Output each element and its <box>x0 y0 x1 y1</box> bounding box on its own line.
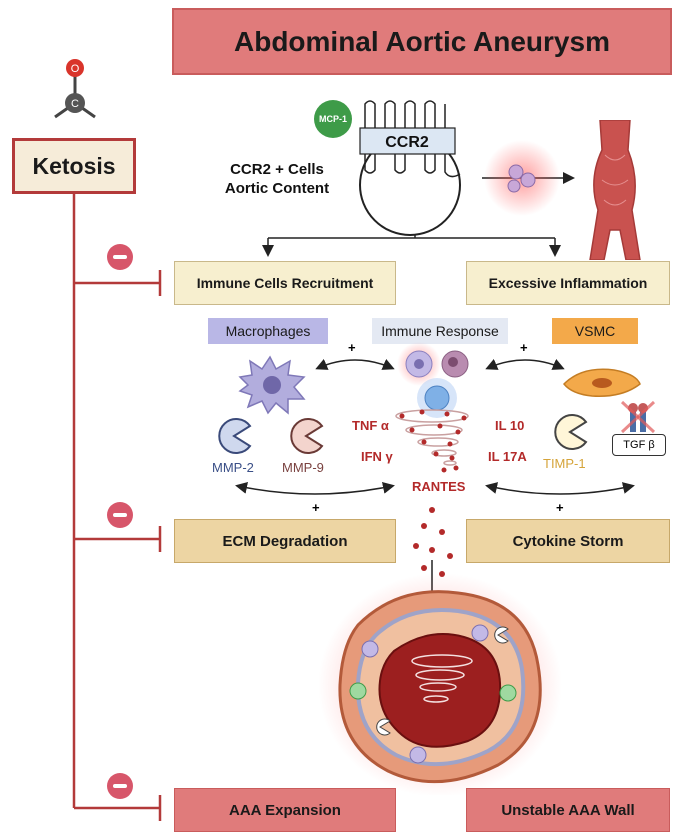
plus-sign: + <box>520 340 528 355</box>
cytokine-particles <box>413 507 453 577</box>
timp1-enzyme-icon <box>554 414 588 450</box>
macrophage-cell-icon <box>238 355 306 415</box>
il17-label: IL 17A <box>488 449 527 464</box>
il10-label: IL 10 <box>495 418 525 433</box>
timp1-label: TIMP-1 <box>543 456 586 471</box>
ccr2-caption-line2: Aortic Content <box>224 180 330 197</box>
oxygen-atom-label: O <box>71 63 80 75</box>
aorta-vessel-icon <box>589 120 641 260</box>
plus-sign: + <box>556 500 564 515</box>
tnf-label: TNF α <box>352 418 389 433</box>
mcp1-ligand: MCP-1 <box>314 100 352 138</box>
rantes-label: RANTES <box>412 479 466 494</box>
ccr2-caption: CCR2 + Cells Aortic Content <box>212 160 342 198</box>
ketone-molecule-icon: O C <box>54 59 96 119</box>
immune-cells-icon <box>397 342 469 418</box>
cytokine-tornado-icon <box>395 409 469 473</box>
ketosis-inhibition-line <box>72 194 162 821</box>
cytokine-storm-box: Cytokine Storm <box>466 519 670 563</box>
tgfb-receptor: TGF β <box>608 400 668 458</box>
tgfb-label: TGF β <box>612 434 666 456</box>
unstable-wall-box: Unstable AAA Wall <box>466 788 670 832</box>
carbon-atom-label: C <box>71 98 79 110</box>
mcp1-label: MCP-1 <box>318 114 347 124</box>
ccr2-caption-line1: CCR2 + Cells <box>230 161 324 178</box>
immune-recruitment-box: Immune Cells Recruitment <box>174 261 396 305</box>
inflammatory-cells-glow <box>484 140 560 216</box>
inflammation-box: Excessive Inflammation <box>466 261 670 305</box>
mmp2-enzyme-icon <box>218 418 252 454</box>
mmp2-label: MMP-2 <box>212 460 254 475</box>
ifn-label: IFN γ <box>361 449 393 464</box>
ccr2-label: CCR2 <box>385 134 429 151</box>
inhibit-minus-icon <box>107 502 133 528</box>
inhibit-minus-icon <box>107 773 133 799</box>
immune-response-label: Immune Response <box>372 318 508 344</box>
vsmc-cell-icon <box>562 368 641 397</box>
plus-sign: + <box>312 500 320 515</box>
macrophages-label: Macrophages <box>208 318 328 344</box>
mmp9-label: MMP-9 <box>282 460 324 475</box>
inhibit-minus-icon <box>107 244 133 270</box>
aaa-expansion-box: AAA Expansion <box>174 788 396 832</box>
ketosis-box: Ketosis <box>12 138 136 194</box>
aneurysm-cross-section <box>318 573 562 795</box>
vsmc-label: VSMC <box>552 318 638 344</box>
ecm-degradation-box: ECM Degradation <box>174 519 396 563</box>
ccr2-cell-diagram: CCR2 <box>359 100 461 236</box>
mmp9-enzyme-icon <box>290 418 324 454</box>
page-title: Abdominal Aortic Aneurysm <box>172 8 672 75</box>
tgfb-receptor-icon <box>620 400 656 434</box>
plus-sign: + <box>348 340 356 355</box>
